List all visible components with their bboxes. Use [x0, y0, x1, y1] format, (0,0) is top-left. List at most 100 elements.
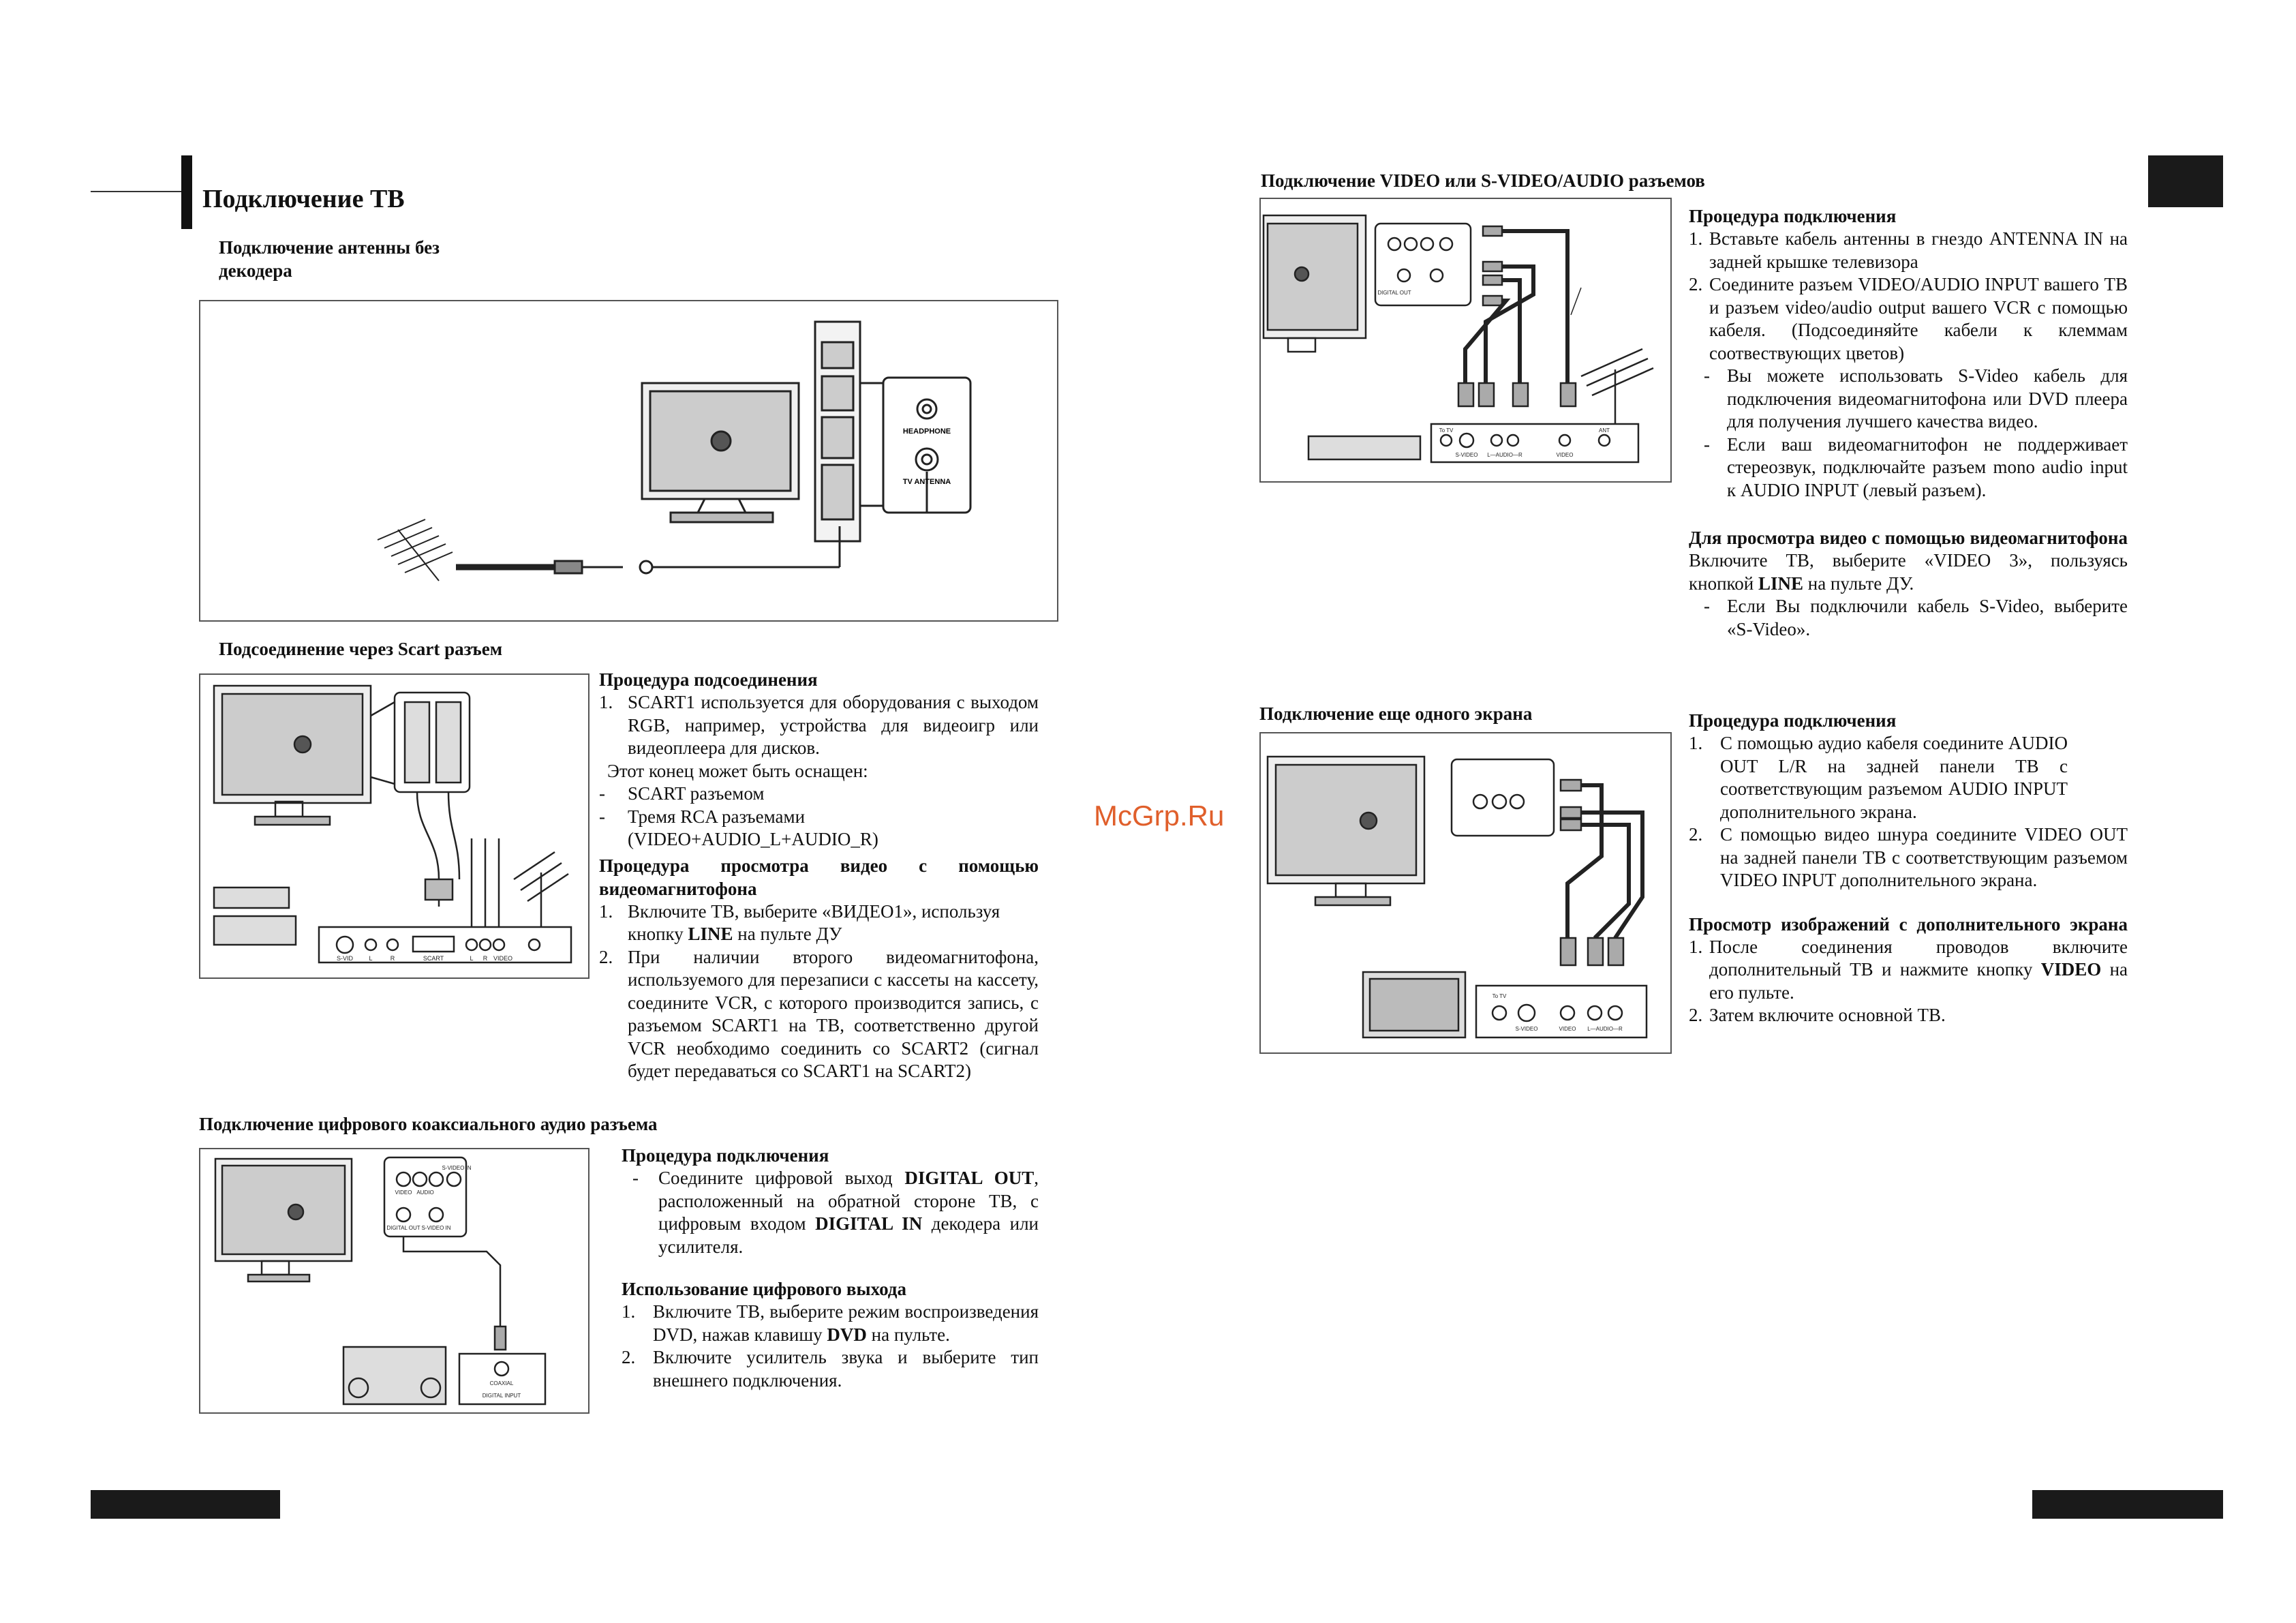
- item-text-post: на пульте.: [866, 1324, 950, 1345]
- view-item-1: 1. После соединения проводов включите до…: [1689, 936, 2128, 1005]
- screen-proc-title: Процедура подключения: [1689, 710, 1897, 731]
- video-label: VIDEO: [493, 955, 512, 962]
- watermark: McGrp.Ru: [1094, 800, 1225, 832]
- video-label: VIDEO: [1557, 452, 1574, 458]
- item-number: -: [599, 806, 605, 827]
- laudio-label: L—AUDIO—R: [1487, 452, 1522, 458]
- item-number: 1.: [1689, 936, 1703, 957]
- video-dash-2: - Если ваш видеомагнитофон не поддержива…: [1689, 434, 2128, 502]
- headphone-label: HEADPHONE: [903, 427, 951, 436]
- coax-item-1: - Соедините цифровой выход DIGITAL OUT, …: [622, 1167, 1039, 1258]
- item-text: SCART разъемом: [628, 783, 765, 804]
- item-text: При наличии второго видеомагнитофона, ис…: [628, 946, 1039, 1082]
- item-bold-2: DIGITAL IN: [815, 1213, 923, 1234]
- footer-bar-left: [91, 1490, 280, 1519]
- scart-label: SCART: [423, 955, 444, 962]
- video-dash-1: - Вы можете использовать S-Video кабель …: [1689, 365, 2128, 434]
- item-number: 2.: [1689, 1005, 1703, 1025]
- scart-diagram: S-VID L R SCART L R VIDEO: [213, 684, 572, 964]
- item-text: Вставьте кабель антенны в гнездо ANTENNA…: [1709, 228, 2128, 272]
- item-bold-1: DIGITAL OUT: [904, 1168, 1035, 1188]
- r2-label: R: [483, 955, 488, 962]
- screen-heading: Подключение еще одного экрана: [1259, 703, 1533, 724]
- vcr-item-1: 1. Включите ТВ, выберите «ВИДЕО1», испол…: [599, 900, 1039, 946]
- antenna-diagram: HEADPHONE TV ANTENNA: [377, 320, 972, 581]
- digital-input-label: DIGITAL INPUT: [483, 1393, 521, 1399]
- scart-proc-title: Процедура подсоединения: [599, 669, 818, 690]
- item-number: -: [1704, 434, 1710, 455]
- item-number: 1.: [1689, 733, 1703, 753]
- item-text: Соедините разъем VIDEO/AUDIO INPUT вашег…: [1709, 274, 2128, 363]
- svid-label: S-VID: [337, 955, 354, 962]
- item-text: С помощью видео шнура соедините VIDEO OU…: [1720, 824, 2128, 890]
- item-text: Вы можете использовать S-Video кабель дл…: [1727, 365, 2128, 431]
- ant-label: ANT: [1599, 427, 1610, 434]
- laudio-label: L—AUDIO—R: [1587, 1026, 1623, 1032]
- item-number: 1.: [599, 900, 613, 922]
- item-number: -: [1704, 596, 1710, 616]
- item-text: SCART1 используется для оборудования с в…: [628, 692, 1039, 758]
- page-title: Подключение ТВ: [202, 185, 405, 213]
- to-tv-label: To TV: [1439, 427, 1454, 434]
- l-label: L: [369, 955, 372, 962]
- vcr-view-text: Включите ТВ, выберите «VIDEO 3», пользуя…: [1689, 549, 2128, 595]
- tv-antenna-label: TV ANTENNA: [903, 478, 951, 486]
- item-text: С помощью аудио кабеля соедините AUDIO O…: [1720, 733, 2068, 822]
- video-figure: To TV S-VIDEO L—AUDIO—R VIDEO ANT DIGITA…: [1259, 198, 1672, 483]
- digital-out-label: DIGITAL OUT: [1377, 290, 1411, 296]
- video-proc-title: Процедура подключения: [1689, 206, 1897, 226]
- item-number: 2.: [599, 946, 613, 967]
- screen-item-1: 1. С помощью аудио кабеля соедините AUDI…: [1689, 732, 2128, 823]
- vcr-view-dash: - Если Вы подключили кабель S-Video, выб…: [1689, 595, 2128, 641]
- svideo-in-label: S-VIDEO IN: [442, 1165, 471, 1171]
- item-text-2: , расположенный на обратной стороне ТВ, …: [658, 1168, 1039, 1234]
- view-item-2: 2. Затем включите основной ТВ.: [1689, 1004, 2128, 1027]
- item-number: 2.: [622, 1347, 636, 1367]
- scart-figure: S-VID L R SCART L R VIDEO: [199, 673, 590, 979]
- digital-item-2: 2. Включите усилитель звука и выберите т…: [622, 1346, 1039, 1392]
- view-title: Просмотр изображений с дополнительного э…: [1689, 913, 2128, 935]
- video-label: VIDEO: [1559, 1026, 1576, 1032]
- coax-text: Процедура подключения - Соедините цифров…: [622, 1144, 1039, 1392]
- video-item-1: 1. Вставьте кабель антенны в гнездо ANTE…: [1689, 228, 2128, 273]
- vcr-view-post: на пульте ДУ.: [1803, 573, 1914, 594]
- scart-item-1: 1. SCART1 используется для оборудования …: [599, 691, 1039, 760]
- video-diagram: To TV S-VIDEO L—AUDIO—R VIDEO ANT DIGITA…: [1262, 214, 1654, 464]
- item-number: 2.: [1689, 274, 1703, 294]
- video-text: Процедура подключения 1. Вставьте кабель…: [1689, 204, 2128, 641]
- svideo-in-label-2: S-VIDEO IN: [421, 1225, 450, 1231]
- item-text: Включите ТВ, выберите режим воспроизведе…: [653, 1301, 1039, 1345]
- audio-jack-label: AUDIO: [416, 1189, 433, 1196]
- video-heading: Подключение VIDEO или S-VIDEO/AUDIO разъ…: [1261, 170, 1705, 191]
- scart-dash-2: - Тремя RCA разъемами (VIDEO+AUDIO_L+AUD…: [599, 806, 1039, 851]
- scart-heading: Подсоединение через Scart разъем: [219, 639, 503, 659]
- r-label: R: [391, 955, 395, 962]
- scart-text: Процедура подсоединения 1. SCART1 исполь…: [599, 668, 1039, 1083]
- vcr-view-pre: Включите ТВ, выберите «VIDEO 3», пользуя…: [1689, 550, 2128, 594]
- antenna-heading: Подключение антенны без декодера: [219, 237, 440, 281]
- item-bold: DVD: [827, 1324, 867, 1345]
- page-tab-marker: [2148, 155, 2223, 207]
- coaxial-label: COAXIAL: [490, 1380, 514, 1386]
- screen-text: Процедура подключения 1. С помощью аудио…: [1689, 709, 2128, 1027]
- item-text: Затем включите основной ТВ.: [1709, 1005, 1946, 1025]
- screen-diagram: To TV S-VIDEO VIDEO L—AUDIO—R: [1266, 755, 1648, 1039]
- item-number: -: [632, 1168, 639, 1188]
- video-jack-label: VIDEO: [395, 1189, 412, 1196]
- svideo-label: S-VIDEO: [1456, 452, 1478, 458]
- l2-label: L: [470, 955, 473, 962]
- coax-heading: Подключение цифрового коаксиального ауди…: [199, 1114, 658, 1134]
- item-number: -: [1704, 365, 1710, 386]
- item-text: Если Вы подключили кабель S-Video, выбер…: [1727, 596, 2128, 639]
- coax-proc-title: Процедура подключения: [622, 1145, 829, 1166]
- item-text: После соединения проводов включите допол…: [1709, 936, 2128, 980]
- vcr-item-2: 2. При наличии второго видеомагнитофона,…: [599, 946, 1039, 1083]
- item-bold: LINE: [688, 924, 733, 944]
- screen-figure: To TV S-VIDEO VIDEO L—AUDIO—R: [1259, 732, 1672, 1054]
- digital-item-1: 1. Включите ТВ, выберите режим воспроизв…: [622, 1301, 1039, 1346]
- scart-dash-1: - SCART разъемом: [599, 783, 1039, 806]
- coax-figure: VIDEO AUDIO S-VIDEO IN DIGITAL OUT S-VID…: [199, 1148, 590, 1414]
- item-text: Включите усилитель звука и выберите тип …: [653, 1347, 1039, 1391]
- item-text: Соедините цифровой выход: [658, 1168, 905, 1188]
- antenna-figure: HEADPHONE TV ANTENNA: [199, 300, 1058, 622]
